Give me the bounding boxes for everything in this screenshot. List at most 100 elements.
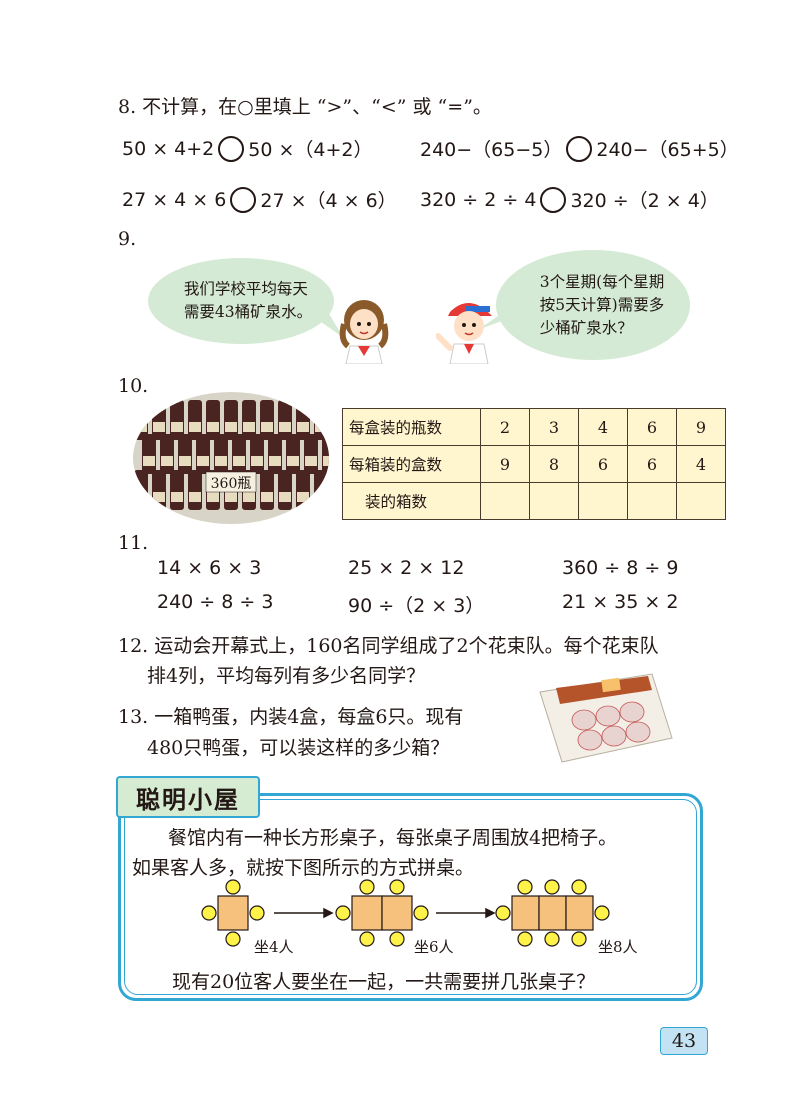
table-cell: 6 <box>627 408 677 446</box>
bottle-label <box>261 422 273 432</box>
bottle-label <box>287 456 299 466</box>
answer-cell[interactable] <box>578 482 628 520</box>
bottle-label <box>135 422 147 432</box>
bottle-label <box>315 492 327 502</box>
egg-carton-image <box>539 673 673 763</box>
q8-4-right: 320 ÷（2 × 4） <box>570 190 719 212</box>
table-row: 每盒装的瓶数 2 3 4 6 9 <box>342 408 726 446</box>
table-cell: 3 <box>529 408 579 446</box>
bottle <box>152 470 166 510</box>
answer-cell[interactable] <box>676 482 726 520</box>
seat-label: 坐4人 <box>254 938 294 956</box>
girl-illustration <box>339 300 389 364</box>
q11-calc: 25 × 2 × 12 <box>348 557 465 579</box>
answer-cell[interactable] <box>480 482 530 520</box>
q12-line1: 12. 运动会开幕式上，160名同学组成了2个花束队。每个花束队 <box>118 635 659 657</box>
answer-cell[interactable] <box>529 482 579 520</box>
bottle-label <box>143 456 155 466</box>
bottle-label <box>243 422 255 432</box>
q10-number: 10. <box>118 375 149 397</box>
bottle-label <box>153 422 165 432</box>
smart-house-title: 聪明小屋 <box>116 776 260 818</box>
table-cell: 9 <box>480 445 530 483</box>
bottle <box>178 434 192 474</box>
q11-calc: 360 ÷ 8 ÷ 9 <box>562 557 679 579</box>
q8-2-right: 240−（65+5） <box>596 139 739 161</box>
q8-compare-4: 320 ÷ 2 ÷ 4 320 ÷（2 × 4） <box>420 186 719 213</box>
bubble-text-girl: 我们学校平均每天 需要43桶矿泉水。 <box>183 280 313 321</box>
bottle-label <box>315 422 327 432</box>
table-cell: 4 <box>578 408 628 446</box>
bottle-label <box>197 456 209 466</box>
bottle-label <box>297 492 309 502</box>
bottle <box>188 470 202 510</box>
bottle-label <box>233 456 245 466</box>
bottle-label <box>171 422 183 432</box>
bottle-label <box>243 492 255 502</box>
bubble-tail-right <box>478 306 512 330</box>
q8-1-left: 50 × 4+2 <box>122 137 215 160</box>
q8-3-right: 27 ×（4 × 6） <box>260 190 397 212</box>
q8-1-right: 50 ×（4+2） <box>248 139 373 161</box>
bottle <box>142 434 156 474</box>
table-row: 每箱装的盒数 9 8 6 6 4 <box>342 445 726 483</box>
table-arrangement-diagram <box>201 879 610 947</box>
q12-line2: 排4列，平均每列有多少名同学？ <box>147 665 426 687</box>
bottles-count-label: 360瓶 <box>210 476 252 492</box>
bottle-label <box>305 456 317 466</box>
table-cell: 6 <box>627 445 677 483</box>
smart-para2: 如果客人多，就按下图所示的方式拼桌。 <box>132 857 475 879</box>
bottle <box>196 434 210 474</box>
bottle <box>260 470 274 510</box>
bottle-label <box>153 492 165 502</box>
speech-bubble-boy: 3个星期(每个星期 按5天计算)需要多 少桶矿泉水？ <box>496 250 690 360</box>
bottle <box>134 470 148 510</box>
bottle <box>250 434 264 474</box>
bottle <box>304 434 318 474</box>
bottle <box>268 434 282 474</box>
bottle-label <box>297 422 309 432</box>
table-cell: 9 <box>676 408 726 446</box>
bottle <box>160 434 174 474</box>
answer-circle[interactable] <box>218 135 245 162</box>
bottle-label <box>207 492 219 502</box>
q8-compare-1: 50 × 4+2 50 ×（4+2） <box>122 135 373 162</box>
bottle-label <box>189 422 201 432</box>
seat-label: 坐6人 <box>414 938 454 956</box>
page-number: 43 <box>660 1027 708 1055</box>
q8-4-left: 320 ÷ 2 ÷ 4 <box>420 188 537 211</box>
answer-circle[interactable] <box>540 186 567 213</box>
bottle-label <box>279 422 291 432</box>
bottle-label <box>225 492 237 502</box>
smart-house-inner-frame <box>124 799 697 995</box>
bottle-label <box>279 492 291 502</box>
q9-number: 9. <box>118 228 137 250</box>
q11-calc: 14 × 6 × 3 <box>157 557 262 579</box>
boy-illustration <box>436 303 492 364</box>
answer-circle[interactable] <box>566 135 593 162</box>
bottle <box>214 434 228 474</box>
q8-compare-3: 27 × 4 × 6 27 ×（4 × 6） <box>122 186 397 213</box>
bottle-label <box>135 492 147 502</box>
bottle <box>296 470 310 510</box>
bottle <box>278 470 292 510</box>
smart-question: 现有20位客人要坐在一起，一共需要拼几张桌子？ <box>172 971 596 993</box>
q8-compare-2: 240−（65−5） 240−（65+5） <box>420 135 739 162</box>
answer-circle[interactable] <box>230 186 257 213</box>
answer-cell[interactable] <box>627 482 677 520</box>
table-cell: 6 <box>578 445 628 483</box>
bottle-label <box>215 456 227 466</box>
smart-house-frame <box>118 793 703 1001</box>
bottle-label <box>171 492 183 502</box>
q11-number: 11. <box>118 532 149 554</box>
smart-para1: 餐馆内有一种长方形桌子，每张桌子周围放4把椅子。 <box>168 827 618 849</box>
q11-calc: 90 ÷（2 × 3） <box>348 595 485 617</box>
table-cell: 8 <box>529 445 579 483</box>
q11-calc: 240 ÷ 8 ÷ 3 <box>157 591 274 613</box>
bottle <box>322 434 329 474</box>
q13-line1: 13. 一箱鸭蛋，内装4盒，每盒6只。现有 <box>118 706 464 728</box>
bottle <box>232 434 246 474</box>
row-header: 装的箱数 <box>342 482 481 520</box>
bottle-label <box>207 422 219 432</box>
q13-line2: 480只鸭蛋，可以装这样的多少箱？ <box>147 737 450 759</box>
